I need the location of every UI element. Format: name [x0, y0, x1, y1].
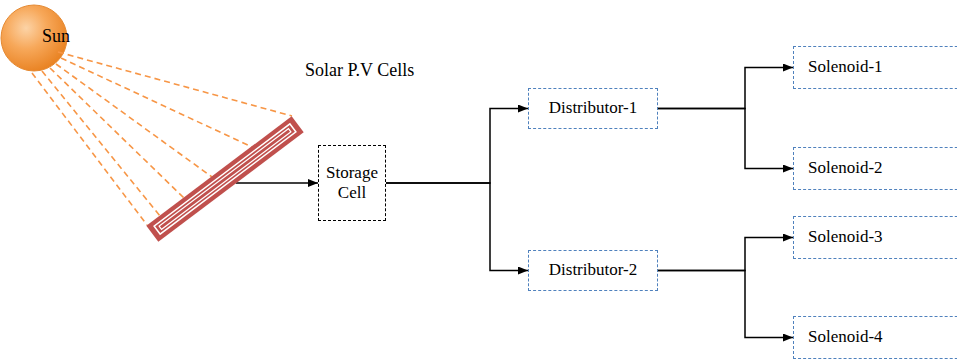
flow-arrow	[658, 109, 793, 169]
sun-label: Sun	[42, 26, 70, 48]
storage-box: Storage Cell	[318, 145, 386, 221]
flow-arrow	[658, 238, 793, 271]
box-label: Solenoid-3	[808, 227, 957, 247]
sun-rays	[32, 52, 292, 225]
box-label: Solenoid-1	[808, 57, 957, 77]
flow-arrow	[386, 183, 528, 271]
solenoid-box: Solenoid-1	[793, 46, 957, 89]
distributor-box: Distributor-1	[528, 88, 658, 129]
panel-label: Solar P.V Cells	[305, 60, 414, 82]
panel-shape	[145, 115, 307, 247]
box-label: Distributor-1	[533, 98, 653, 118]
flow-arrow	[236, 182, 318, 184]
box-label: Storage Cell	[323, 163, 381, 204]
solar-panel: Solar P.V Cells	[145, 115, 307, 247]
flow-arrow	[386, 109, 528, 184]
solenoid-box: Solenoid-4	[793, 316, 957, 359]
flow-arrow	[658, 68, 793, 109]
flow-arrow	[658, 271, 793, 338]
box-label: Distributor-2	[533, 260, 653, 280]
distributor-box: Distributor-2	[528, 250, 658, 291]
box-label: Solenoid-2	[808, 158, 957, 178]
box-label: Solenoid-4	[808, 327, 957, 347]
solenoid-box: Solenoid-3	[793, 216, 957, 259]
solenoid-box: Solenoid-2	[793, 147, 957, 190]
